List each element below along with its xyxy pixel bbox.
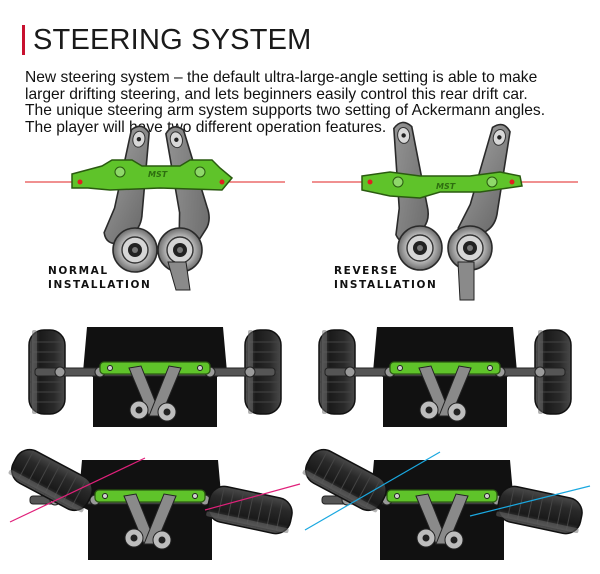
front-end-reverse-steered xyxy=(299,443,591,560)
plate-badge-reverse: MST xyxy=(436,182,456,191)
angle-line-reverse-right xyxy=(469,485,591,517)
angle-line-normal-left xyxy=(9,457,146,523)
steering-plate-normal xyxy=(71,159,234,191)
angle-line-normal-right xyxy=(204,483,301,511)
normal-steering-assembly: MST xyxy=(71,122,234,291)
normal-label-line1: NORMAL xyxy=(48,265,109,277)
hub-left-reverse xyxy=(397,225,443,271)
description-line: larger drifting steering, and lets begin… xyxy=(25,85,528,103)
accent-bar xyxy=(22,25,25,55)
reverse-label-line1: REVERSE xyxy=(334,265,399,277)
hub-left-normal xyxy=(112,227,158,273)
reverse-steering-assembly: MST xyxy=(361,119,523,301)
description-line: The player will have two different opera… xyxy=(25,118,387,136)
front-end-reverse-straight xyxy=(318,327,572,427)
description-line: The unique steering arm system supports … xyxy=(25,102,546,120)
normal-label-line2: INSTALLATION xyxy=(48,279,151,291)
section-header: STEERING SYSTEM xyxy=(22,24,312,56)
plate-badge-normal: MST xyxy=(148,170,168,179)
reverse-label-line2: INSTALLATION xyxy=(334,279,437,291)
page-title: STEERING SYSTEM xyxy=(33,24,312,56)
front-end-normal-straight xyxy=(28,327,282,427)
description-text: New steering system – the default ultra-… xyxy=(25,69,585,136)
front-end-normal-steered xyxy=(5,443,301,560)
angle-line-reverse-left xyxy=(304,451,441,531)
description-line: New steering system – the default ultra-… xyxy=(25,69,538,86)
